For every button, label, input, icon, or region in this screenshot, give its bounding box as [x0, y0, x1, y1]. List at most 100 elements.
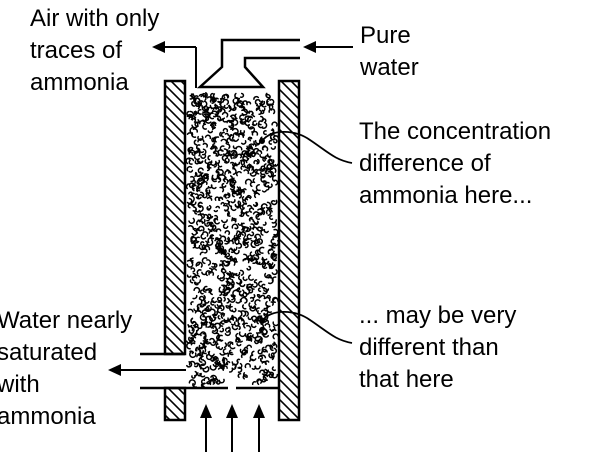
packing-squiggle	[222, 365, 228, 370]
packing-squiggle	[267, 276, 274, 285]
packing-squiggle	[247, 145, 254, 152]
packing-squiggle	[188, 149, 196, 155]
packing-squiggle	[272, 135, 280, 139]
packing-squiggle	[271, 199, 278, 206]
packing-squiggle	[245, 211, 250, 217]
packing-squiggle	[229, 178, 237, 186]
packing-squiggle	[186, 274, 192, 278]
packing-squiggle	[203, 376, 210, 382]
packing-squiggle	[266, 163, 273, 170]
packing-squiggle	[236, 230, 242, 236]
packing-squiggle	[221, 357, 228, 362]
packing-squiggle	[224, 193, 230, 199]
packing-squiggle	[267, 170, 275, 178]
packing-squiggle	[187, 203, 193, 209]
packing-squiggle	[224, 327, 230, 332]
packing-squiggle	[227, 341, 234, 347]
packing-squiggle	[199, 364, 207, 370]
packing-squiggle	[263, 228, 269, 234]
packing-squiggle	[231, 325, 239, 331]
packing-squiggle	[224, 329, 231, 337]
packing-squiggle	[229, 185, 236, 191]
packing-squiggle	[200, 191, 205, 198]
packing-squiggle	[254, 168, 258, 174]
packing-squiggle	[223, 204, 230, 212]
packing-squiggle	[250, 223, 255, 230]
packing-squiggle	[271, 174, 277, 182]
packing-squiggle	[252, 178, 256, 184]
packing-squiggle	[197, 213, 203, 222]
air-inlet-arrowhead-3	[253, 404, 265, 418]
packing-squiggle	[210, 92, 214, 98]
packing-squiggle	[231, 223, 239, 229]
packing-squiggle	[266, 201, 272, 210]
packing-squiggle	[226, 303, 232, 307]
packing-squiggle	[264, 272, 271, 279]
packing-squiggle	[209, 222, 214, 228]
packing-squiggle	[262, 156, 268, 162]
packing-squiggle	[244, 333, 252, 339]
packing-squiggle	[224, 157, 228, 163]
packing-squiggle	[256, 226, 262, 231]
packing-squiggle	[220, 320, 225, 325]
packing-squiggle	[204, 116, 212, 124]
packing-squiggle	[204, 173, 209, 179]
packing-squiggle	[250, 323, 257, 328]
packing-squiggle	[234, 271, 241, 277]
packing-squiggle	[205, 351, 210, 356]
packing-squiggle	[228, 248, 234, 253]
label-water-outlet-line-3: with	[0, 371, 40, 398]
packing-squiggle	[204, 299, 210, 304]
packing-squiggle	[271, 355, 275, 361]
packing-squiggle	[221, 219, 228, 224]
packing-squiggle	[188, 360, 196, 366]
water-outlet-arrowhead	[108, 364, 121, 376]
packing-squiggle	[262, 374, 269, 382]
packing-squiggle	[239, 269, 245, 276]
packing-squiggle	[240, 296, 248, 303]
packing-squiggle	[226, 137, 230, 144]
packing-squiggle	[261, 107, 266, 112]
packing-squiggle	[196, 262, 201, 266]
packing-squiggle	[204, 222, 210, 227]
packing-squiggle	[255, 307, 260, 312]
packing-squiggle	[261, 283, 266, 289]
packing-squiggle	[254, 233, 262, 239]
packing-squiggle	[239, 159, 246, 166]
packing-squiggle	[266, 185, 270, 191]
packing-squiggle	[239, 211, 245, 218]
packing-squiggle	[199, 251, 204, 256]
packing-squiggle	[206, 239, 214, 246]
packing-squiggle	[248, 216, 253, 222]
packing-squiggle	[270, 301, 274, 306]
packing-squiggle	[207, 236, 212, 244]
packing-squiggle	[202, 336, 207, 342]
packing-squiggle	[202, 350, 207, 355]
packing-squiggle	[206, 165, 211, 172]
packing-squiggle	[239, 283, 246, 288]
packing-squiggle	[189, 94, 194, 100]
packing-squiggle	[204, 134, 212, 140]
packing-squiggle	[246, 233, 252, 240]
packing-squiggle	[221, 111, 229, 118]
packing-squiggle	[227, 192, 231, 199]
packing-squiggle	[240, 118, 245, 124]
packing-squiggle	[187, 336, 195, 342]
packing-squiggle	[209, 337, 215, 344]
packing-squiggle	[236, 186, 241, 192]
packing-squiggle	[241, 108, 249, 116]
packing-squiggle	[246, 101, 252, 106]
packing-squiggle	[235, 287, 241, 292]
label-air-outlet-line-3: ammonia	[30, 69, 129, 96]
packing-squiggle	[249, 165, 254, 171]
packing-squiggle	[240, 353, 246, 359]
packing-squiggle	[251, 122, 258, 127]
packing-squiggle	[253, 191, 259, 194]
packing-squiggle	[214, 136, 220, 143]
packing-squiggle	[186, 197, 193, 205]
packing-squiggle	[233, 249, 240, 255]
packing-squiggle	[200, 154, 207, 159]
packing-squiggle	[261, 360, 267, 365]
packing-squiggle	[217, 100, 221, 106]
